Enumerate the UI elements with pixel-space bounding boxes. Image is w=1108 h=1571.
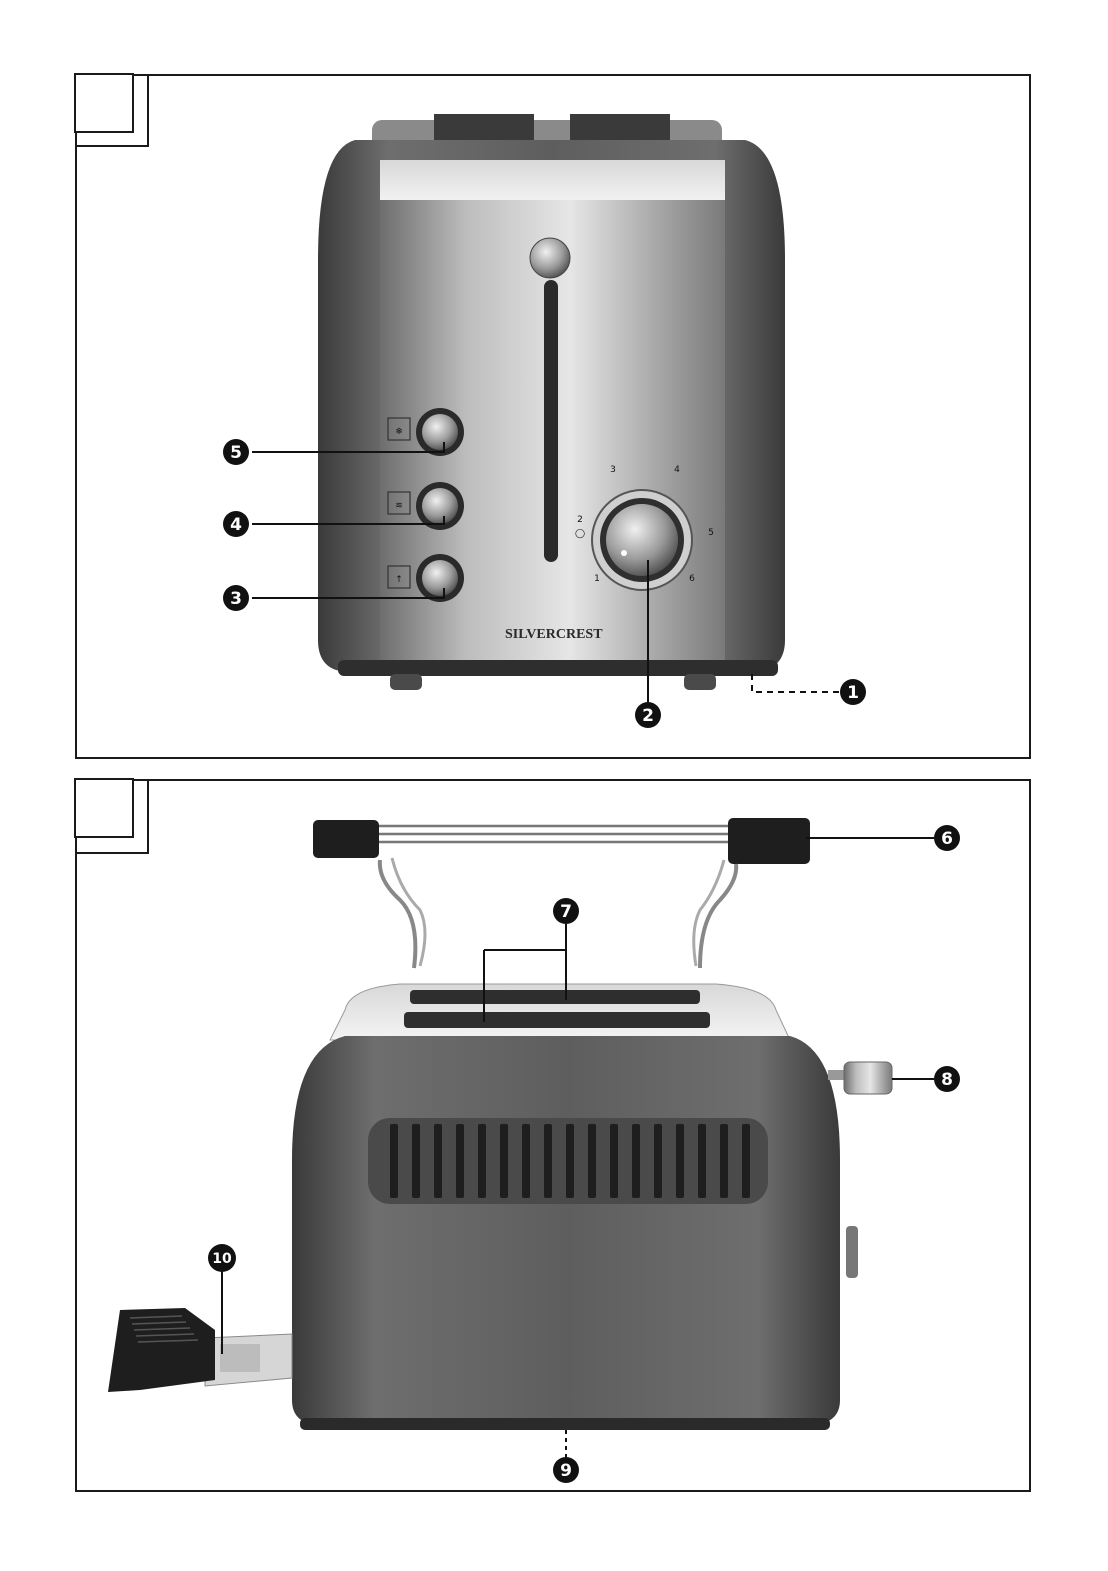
dial-number-1: 1 bbox=[594, 574, 600, 584]
side-lever-shaft bbox=[828, 1070, 846, 1080]
crumb-tray bbox=[108, 1308, 292, 1392]
lever-knob bbox=[530, 238, 570, 278]
foot-left bbox=[390, 674, 422, 690]
svg-text:1: 1 bbox=[847, 683, 859, 703]
callout-10: 10 bbox=[208, 1244, 236, 1272]
right-slot bbox=[570, 114, 670, 142]
reheat-icon: ≋ bbox=[395, 501, 403, 511]
cancel-icon: ↑ bbox=[395, 575, 403, 585]
rear-toaster-housing bbox=[292, 1036, 840, 1425]
svg-text:10: 10 bbox=[212, 1251, 232, 1267]
dial-number-2: 2 bbox=[577, 515, 583, 525]
callout-3: 3 bbox=[223, 585, 249, 611]
svg-text:4: 4 bbox=[230, 515, 242, 535]
dial-number-3: 3 bbox=[610, 465, 616, 475]
side-control bbox=[846, 1226, 858, 1278]
svg-text:8: 8 bbox=[941, 1070, 953, 1090]
callout-1: 1 bbox=[840, 679, 866, 705]
callout-9: 9 bbox=[553, 1457, 579, 1483]
toaster-front-illustration: ❄ ≋ ↑ 1 2 3 4 5 6 ◯ bbox=[318, 114, 785, 690]
bagel-icon: ◯ bbox=[575, 529, 585, 539]
defrost-icon: ❄ bbox=[395, 427, 403, 437]
svg-text:9: 9 bbox=[560, 1461, 572, 1481]
svg-text:7: 7 bbox=[560, 902, 572, 922]
dial-number-5: 5 bbox=[708, 528, 714, 538]
toaster-rear-illustration bbox=[108, 818, 892, 1430]
rear-slot-back bbox=[410, 990, 700, 1004]
callout-6: 6 bbox=[934, 825, 960, 851]
figure-2-corner-tab bbox=[75, 779, 148, 853]
bun-warming-rack bbox=[313, 818, 810, 968]
side-lever-knob bbox=[844, 1062, 892, 1094]
left-slot bbox=[434, 114, 534, 142]
dial-number-4: 4 bbox=[674, 465, 680, 475]
rack-handle-left bbox=[313, 820, 379, 858]
rack-handle-right bbox=[728, 818, 810, 864]
callout-4: 4 bbox=[223, 511, 249, 537]
brand-logo: SILVERCREST bbox=[505, 627, 603, 642]
rear-toaster-base bbox=[300, 1418, 830, 1430]
svg-text:6: 6 bbox=[941, 829, 953, 849]
figure-1-corner-tab bbox=[75, 74, 148, 146]
top-steel-band bbox=[380, 160, 725, 205]
foot-right bbox=[684, 674, 716, 690]
callout-2: 2 bbox=[635, 702, 661, 728]
toaster-base bbox=[338, 660, 778, 676]
svg-text:3: 3 bbox=[230, 589, 242, 609]
svg-text:2: 2 bbox=[642, 706, 654, 726]
crumb-tray-handle bbox=[108, 1308, 215, 1392]
callout-7: 7 bbox=[553, 898, 579, 924]
rear-slot-front bbox=[404, 1012, 710, 1028]
lever-slot bbox=[544, 280, 558, 562]
svg-text:5: 5 bbox=[230, 443, 242, 463]
dial-number-6: 6 bbox=[689, 574, 695, 584]
callout-8: 8 bbox=[934, 1066, 960, 1092]
callout-5: 5 bbox=[223, 439, 249, 465]
